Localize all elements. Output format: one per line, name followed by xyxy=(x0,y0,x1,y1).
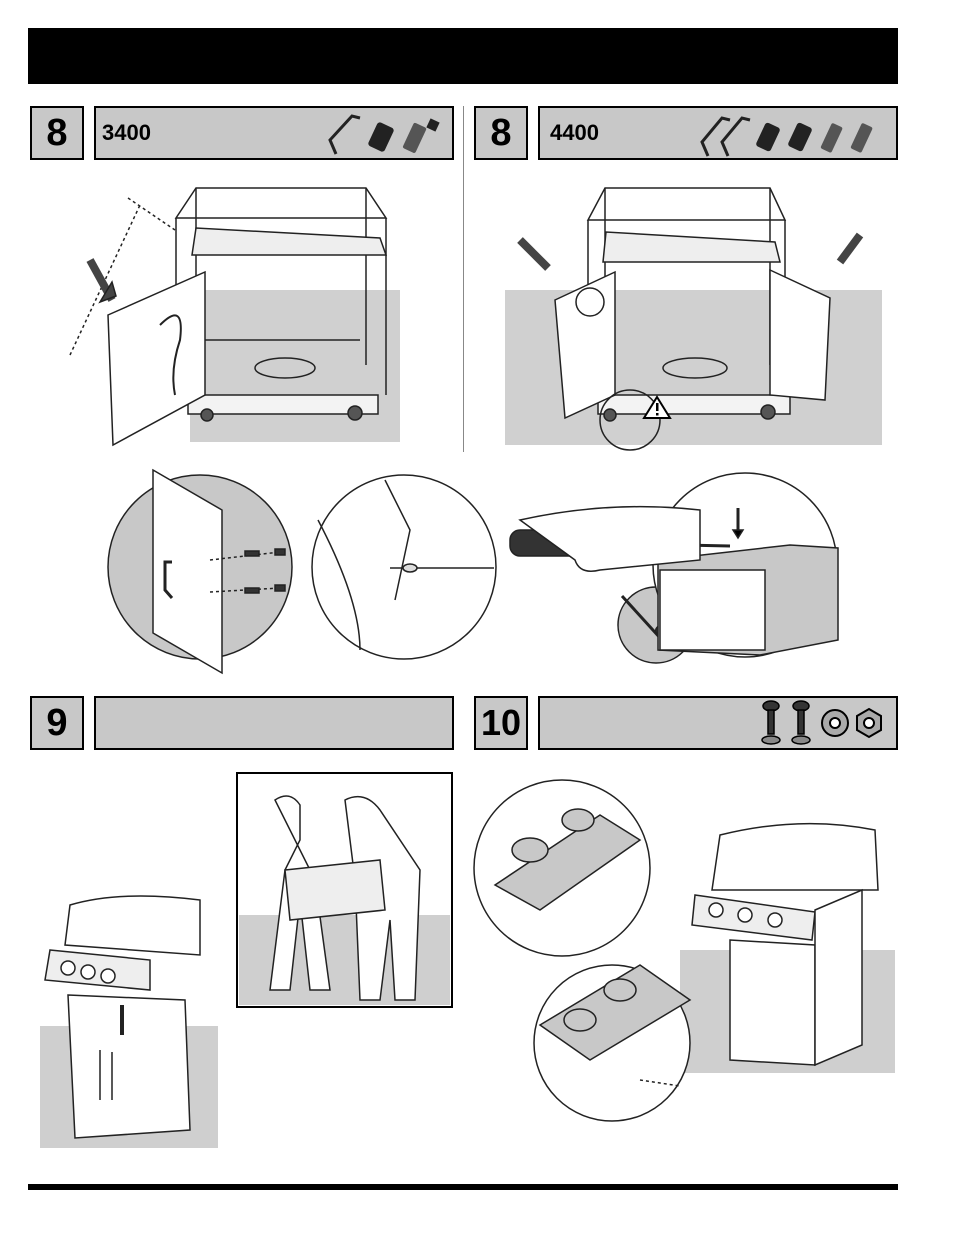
bolt-icon xyxy=(755,122,873,153)
nut-icon xyxy=(822,709,881,737)
door-pin-detail xyxy=(312,475,496,659)
footer-bar xyxy=(28,1184,898,1190)
lift-head-illustration xyxy=(237,773,452,1007)
grill-cart-4400 xyxy=(505,188,882,450)
grill-cart-3400 xyxy=(70,188,400,445)
door-handle-icon xyxy=(330,116,360,154)
bolt-icon xyxy=(762,701,810,744)
door-hinge-detail xyxy=(108,470,292,673)
bolt-icon xyxy=(367,118,439,153)
screwdriver-icon xyxy=(510,473,838,663)
door-handle-icon xyxy=(702,118,750,156)
grill-head-on-cart xyxy=(40,896,218,1148)
side-shelf-assembly xyxy=(474,780,895,1121)
